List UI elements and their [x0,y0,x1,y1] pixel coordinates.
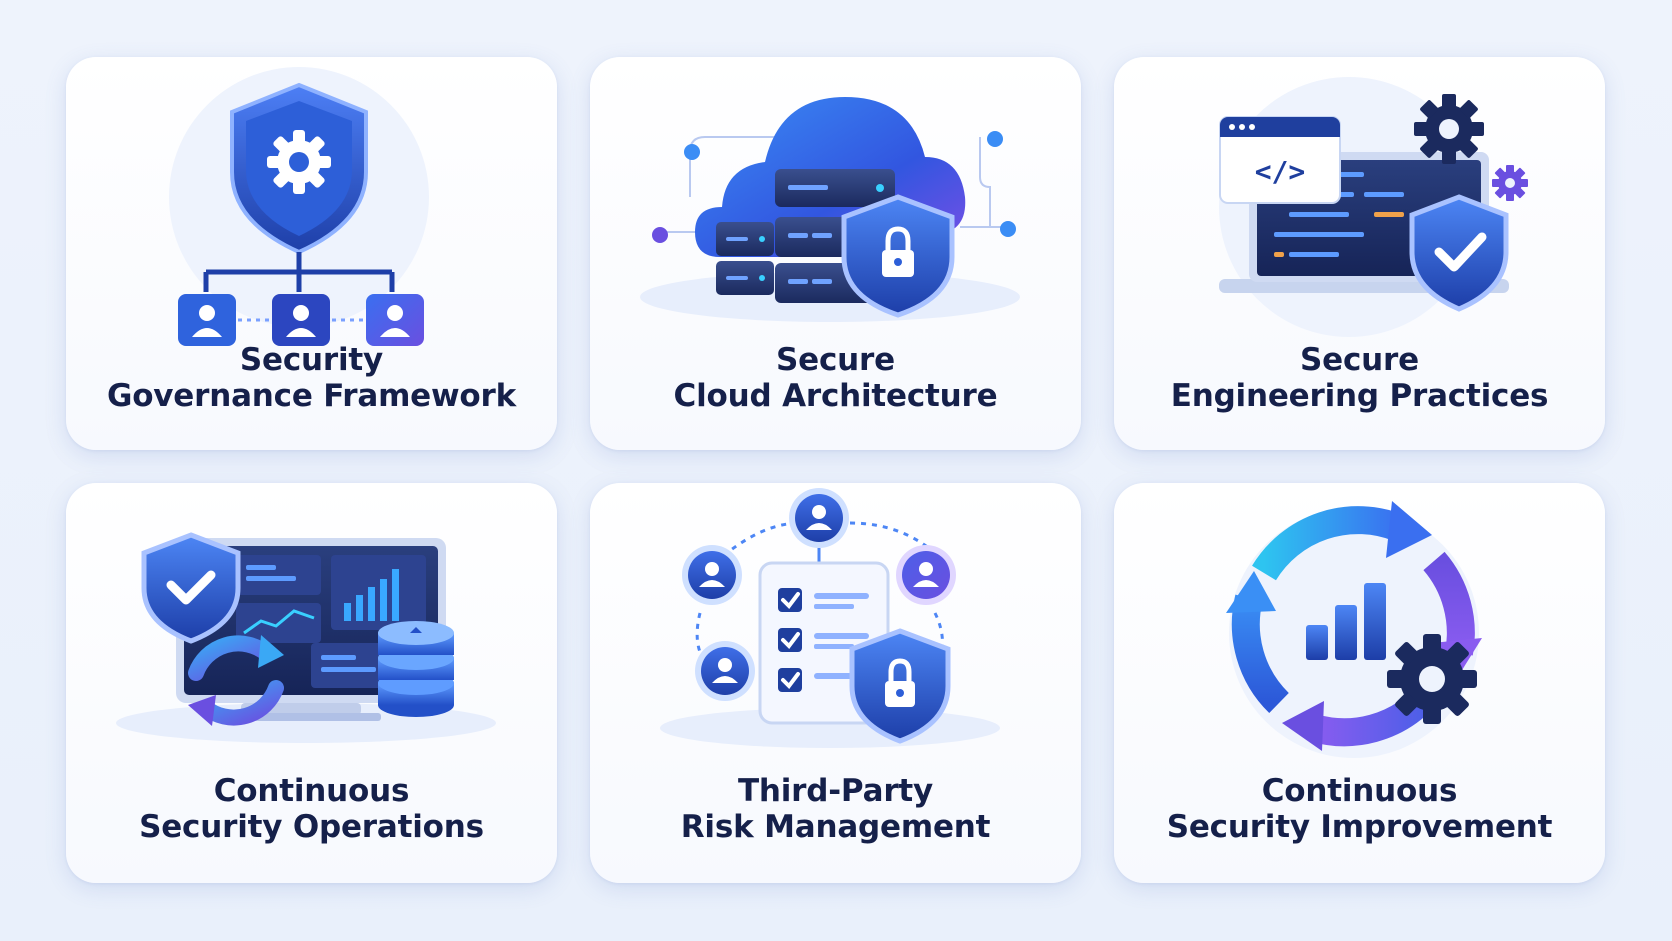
card-secure-engineering[interactable]: </> Secure Engineering Practices [1114,57,1605,450]
card-title: Continuous Security Operations [66,773,557,845]
card-title: Security Governance Framework [66,342,557,414]
cloud-server-lock-icon [640,97,1020,322]
card-security-governance[interactable]: Security Governance Framework [66,57,557,450]
cycle-chart-gear-icon [1226,501,1482,758]
card-title-line2: Risk Management [680,809,991,845]
monitor-dashboard-database-icon [116,532,496,743]
card-title-line2: Security Improvement [1166,809,1553,845]
card-title-line2: Governance Framework [106,378,517,414]
card-title: Continuous Security Improvement [1114,773,1605,845]
svg-text:</>: </> [1255,155,1306,188]
card-third-party-risk[interactable]: Third-Party Risk Management [590,483,1081,883]
card-continuous-operations[interactable]: Continuous Security Operations [66,483,557,883]
card-title-line1: Secure [1300,342,1419,378]
shield-gear-hierarchy-icon [169,67,429,346]
card-title-line1: Continuous [213,773,410,809]
card-title-line2: Engineering Practices [1170,378,1549,414]
capability-grid: Security Governance Framework [66,57,1608,883]
card-secure-cloud[interactable]: Secure Cloud Architecture [590,57,1081,450]
card-title-line2: Security Operations [139,809,484,845]
card-title-line1: Security [239,342,384,378]
card-title-line1: Secure [776,342,895,378]
card-title-line1: Third-Party [737,773,934,809]
vendor-checklist-lock-icon [660,488,1000,748]
card-title-line1: Continuous [1261,773,1458,809]
card-continuous-improvement[interactable]: Continuous Security Improvement [1114,483,1605,883]
card-title: Secure Cloud Architecture [590,342,1081,414]
card-title-line2: Cloud Architecture [673,378,998,414]
card-title: Secure Engineering Practices [1114,342,1605,414]
code-laptop-shield-icon: </> [1219,77,1528,337]
card-title: Third-Party Risk Management [590,773,1081,845]
